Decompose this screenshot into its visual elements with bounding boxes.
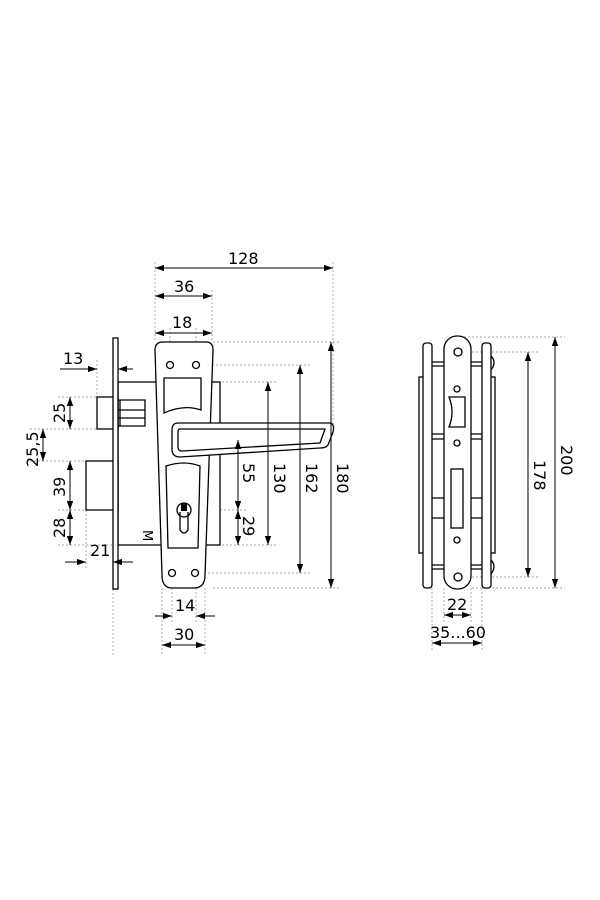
right-escutcheon	[481, 342, 492, 589]
dim-label-200: 200	[557, 445, 576, 476]
screw-hole-icon	[453, 347, 463, 357]
dim-label-35-60: 35...60	[430, 623, 486, 642]
dim-label-55: 55	[239, 463, 258, 483]
dim-label-39: 39	[50, 477, 69, 497]
dim-label-14: 14	[175, 596, 195, 615]
side-view: 200 178 22 35...60	[418, 335, 576, 652]
dim-label-180: 180	[333, 463, 352, 494]
screw-hole-icon	[191, 360, 201, 370]
latch-mechanism	[118, 399, 146, 427]
dim-label-36: 36	[174, 277, 194, 296]
dim-label-13: 13	[63, 349, 83, 368]
screw-heads	[490, 355, 495, 575]
bolt-opening	[450, 468, 464, 529]
screw-hole-icon	[167, 568, 177, 578]
dim-label-21: 21	[90, 541, 110, 560]
screw-hole-icon	[165, 360, 175, 370]
screw-hole-icon	[453, 385, 461, 393]
dim-label-162: 162	[302, 463, 321, 494]
dim-label-28: 28	[50, 518, 69, 538]
lever-handle	[171, 422, 335, 458]
dimension-lines	[39, 264, 335, 649]
dim-label-178: 178	[530, 460, 549, 491]
dim-label-128: 128	[228, 249, 259, 268]
escutcheon-plate	[154, 341, 214, 589]
screw-hole-icon	[453, 572, 463, 582]
dimension-lines	[432, 337, 559, 647]
lever-inner-outline	[177, 428, 326, 452]
dim-label-25-5: 25,5	[23, 431, 42, 467]
upper-recess	[163, 377, 202, 415]
dim-label-29: 29	[239, 516, 258, 536]
dim-label-22: 22	[447, 595, 467, 614]
faceplate	[112, 337, 119, 590]
screw-hole-icon	[453, 536, 461, 544]
lower-recess	[165, 462, 201, 549]
front-view: M	[23, 249, 352, 655]
latch-opening	[448, 396, 466, 428]
dim-label-25: 25	[50, 403, 69, 423]
screw-hole-icon	[453, 439, 461, 447]
side-faceplate	[443, 335, 472, 590]
dim-label-30: 30	[174, 625, 194, 644]
dim-label-130: 130	[270, 463, 289, 494]
screw-hole-icon	[190, 568, 200, 578]
key-cylinder-icon	[176, 502, 192, 534]
spindle-bars	[432, 361, 482, 570]
marking-label: M	[139, 530, 154, 541]
left-escutcheon	[422, 342, 433, 589]
dim-label-18: 18	[172, 313, 192, 332]
